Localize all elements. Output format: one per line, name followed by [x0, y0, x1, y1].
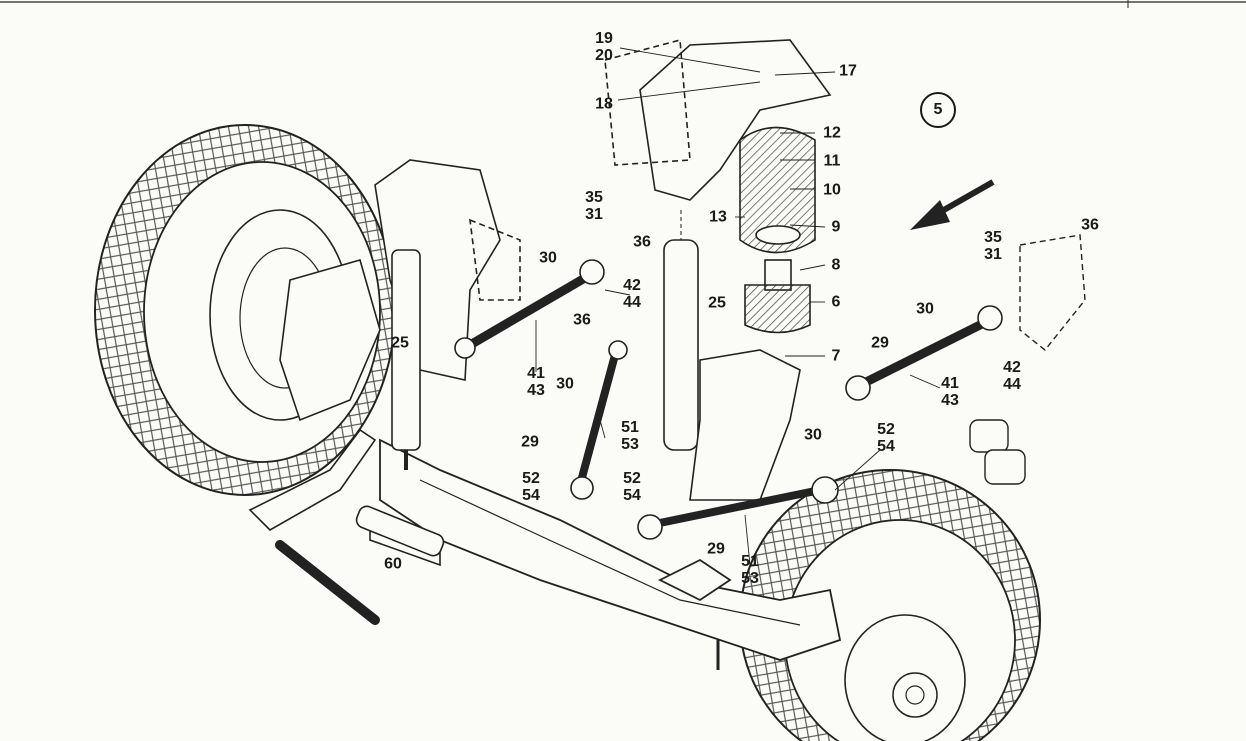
callout-number: 18 [595, 95, 613, 113]
callout-c30-left-mid: 30 [556, 376, 574, 393]
callout-number: 44 [623, 294, 641, 311]
callout-number: 29 [707, 540, 725, 558]
callout-number: 44 [1003, 376, 1021, 393]
callout-number: 12 [823, 124, 841, 142]
callout-number: 51 [741, 553, 759, 570]
steering-damper [355, 505, 445, 557]
callout-number: 43 [941, 392, 959, 409]
callout-number: 17 [839, 62, 857, 80]
callout-number: 35 [984, 229, 1002, 246]
callout-number: 36 [1081, 216, 1099, 234]
callout-c36-right: 36 [1081, 217, 1099, 234]
callout-number: 25 [708, 294, 726, 312]
callout-number: 6 [831, 293, 841, 311]
callout-number: 52 [522, 470, 540, 487]
callout-number: 52 [623, 470, 641, 487]
top-bracket [604, 38, 832, 201]
callout-number: 53 [741, 570, 759, 587]
callout-number: 36 [573, 311, 591, 329]
callout-c6: 6 [832, 294, 841, 311]
callout-number: 54 [522, 487, 540, 504]
callout-c13: 13 [709, 209, 727, 226]
callout-c36-left: 36 [633, 234, 651, 251]
callout-c29-left: 29 [521, 434, 539, 451]
callout-number: 29 [521, 433, 539, 451]
callout-number: 42 [1003, 359, 1021, 376]
callout-number: 53 [621, 436, 639, 453]
callout-c17: 17 [839, 63, 857, 80]
callout-number: 10 [823, 181, 841, 199]
callout-number: 31 [585, 206, 603, 223]
direction-arrow-icon [910, 179, 995, 230]
callout-number: 41 [527, 365, 545, 382]
callout-number: 20 [595, 47, 613, 64]
right-frame-bracket [1019, 234, 1086, 351]
callout-number: 29 [871, 334, 889, 352]
callout-number: 42 [623, 277, 641, 294]
callout-number: 54 [877, 438, 895, 455]
callout-c9: 9 [832, 219, 841, 236]
callout-number: 35 [585, 189, 603, 206]
callout-c11: 11 [824, 153, 841, 170]
air-spring [739, 126, 816, 334]
callout-c30-right: 30 [916, 301, 934, 318]
callout-c25-mid: 25 [708, 295, 726, 312]
callout-number: 30 [804, 426, 822, 444]
callout-c8: 8 [832, 257, 841, 274]
leader-lines [535, 47, 941, 566]
callout-number: 52 [877, 421, 895, 438]
callout-c12: 12 [823, 125, 841, 142]
callout-c30-left-top: 30 [539, 250, 557, 267]
callout-c10: 10 [823, 182, 841, 199]
callout-c29-bottom: 29 [707, 541, 725, 558]
callout-number: 41 [941, 375, 959, 392]
callout-c36-mid: 36 [573, 312, 591, 329]
callout-c7: 7 [832, 348, 841, 365]
callout-number: 25 [391, 334, 409, 352]
callout-number: 60 [384, 555, 402, 573]
callout-number: 54 [623, 487, 641, 504]
callout-number: 31 [984, 246, 1002, 263]
center-bracket [689, 349, 801, 501]
callout-number: 30 [916, 300, 934, 318]
callout-number: 43 [527, 382, 545, 399]
callout-c25-left: 25 [391, 335, 409, 352]
callout-number: 36 [633, 233, 651, 251]
callout-number: 7 [831, 347, 841, 365]
callout-c18: 18 [595, 96, 613, 113]
left-shock [391, 249, 421, 470]
callout-number: 9 [831, 218, 841, 236]
center-shock [663, 210, 699, 451]
callout-number: 11 [823, 152, 841, 170]
callout-c29-right: 29 [871, 335, 889, 352]
links [454, 259, 1003, 540]
callout-number: 30 [556, 375, 574, 393]
callout-c30-center: 30 [804, 427, 822, 444]
callout-number: 19 [595, 30, 613, 47]
callout-number: 8 [831, 256, 841, 274]
callout-number: 51 [621, 419, 639, 436]
view-number-badge: 5 [920, 92, 956, 128]
callout-number: 13 [709, 208, 727, 226]
callout-c60: 60 [384, 556, 402, 573]
bushings [969, 419, 1026, 485]
callout-number: 30 [539, 249, 557, 267]
